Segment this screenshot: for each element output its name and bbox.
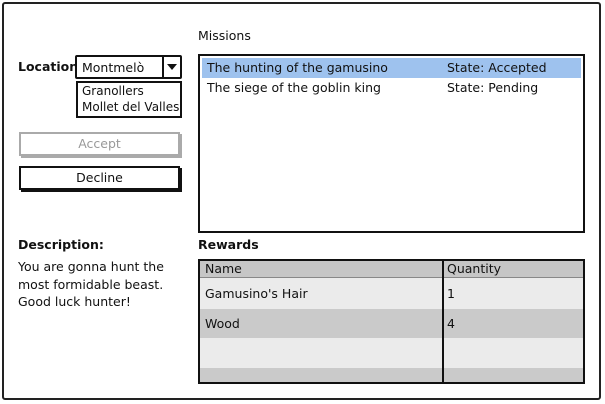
description-title: Description: xyxy=(18,237,104,252)
missions-list[interactable]: The hunting of the gamusino State: Accep… xyxy=(198,54,585,233)
description-line: Good luck hunter! xyxy=(18,294,131,309)
chevron-down-icon xyxy=(167,64,177,70)
location-select[interactable]: Montmelò xyxy=(75,55,182,79)
mission-row-siege-goblin-king[interactable]: The siege of the goblin king State: Pend… xyxy=(202,78,581,98)
table-header: Name Quantity xyxy=(200,261,583,277)
location-dropdown-list: Granollers Mollet del Valles xyxy=(76,81,182,118)
column-divider xyxy=(442,261,444,382)
decline-button[interactable]: Decline xyxy=(19,166,180,190)
location-label: Location xyxy=(18,59,79,74)
mission-name: The hunting of the gamusino xyxy=(207,60,388,75)
table-row[interactable]: Wood 4 xyxy=(200,309,583,338)
dropdown-button[interactable] xyxy=(162,57,180,77)
rewards-title: Rewards xyxy=(198,237,259,252)
column-header-quantity: Quantity xyxy=(447,261,502,276)
location-selected-value: Montmelò xyxy=(82,60,145,75)
reward-quantity: 1 xyxy=(447,286,455,301)
mission-row-hunting-gamusino[interactable]: The hunting of the gamusino State: Accep… xyxy=(202,58,581,78)
reward-name: Gamusino's Hair xyxy=(205,286,308,301)
accept-button[interactable]: Accept xyxy=(19,132,180,156)
header-divider xyxy=(200,277,583,278)
column-header-name: Name xyxy=(205,261,242,276)
mission-state: State: Pending xyxy=(447,80,539,95)
table-row-empty xyxy=(200,338,583,368)
mission-name: The siege of the goblin king xyxy=(207,80,381,95)
table-row[interactable]: Gamusino's Hair 1 xyxy=(200,278,583,309)
description-line: most formidable beast. xyxy=(18,276,164,292)
description-text: You are gonna hunt the most formidable b… xyxy=(18,258,188,311)
reward-quantity: 4 xyxy=(447,316,455,331)
table-row-empty xyxy=(200,368,583,382)
missions-title: Missions xyxy=(198,28,251,43)
location-option-mollet[interactable]: Mollet del Valles xyxy=(82,100,180,114)
location-option-granollers[interactable]: Granollers xyxy=(82,84,144,98)
description-line: You are gonna hunt the xyxy=(18,259,164,274)
rewards-table: Name Quantity Gamusino's Hair 1 Wood 4 xyxy=(198,259,585,384)
mission-state: State: Accepted xyxy=(447,60,547,75)
reward-name: Wood xyxy=(205,316,240,331)
